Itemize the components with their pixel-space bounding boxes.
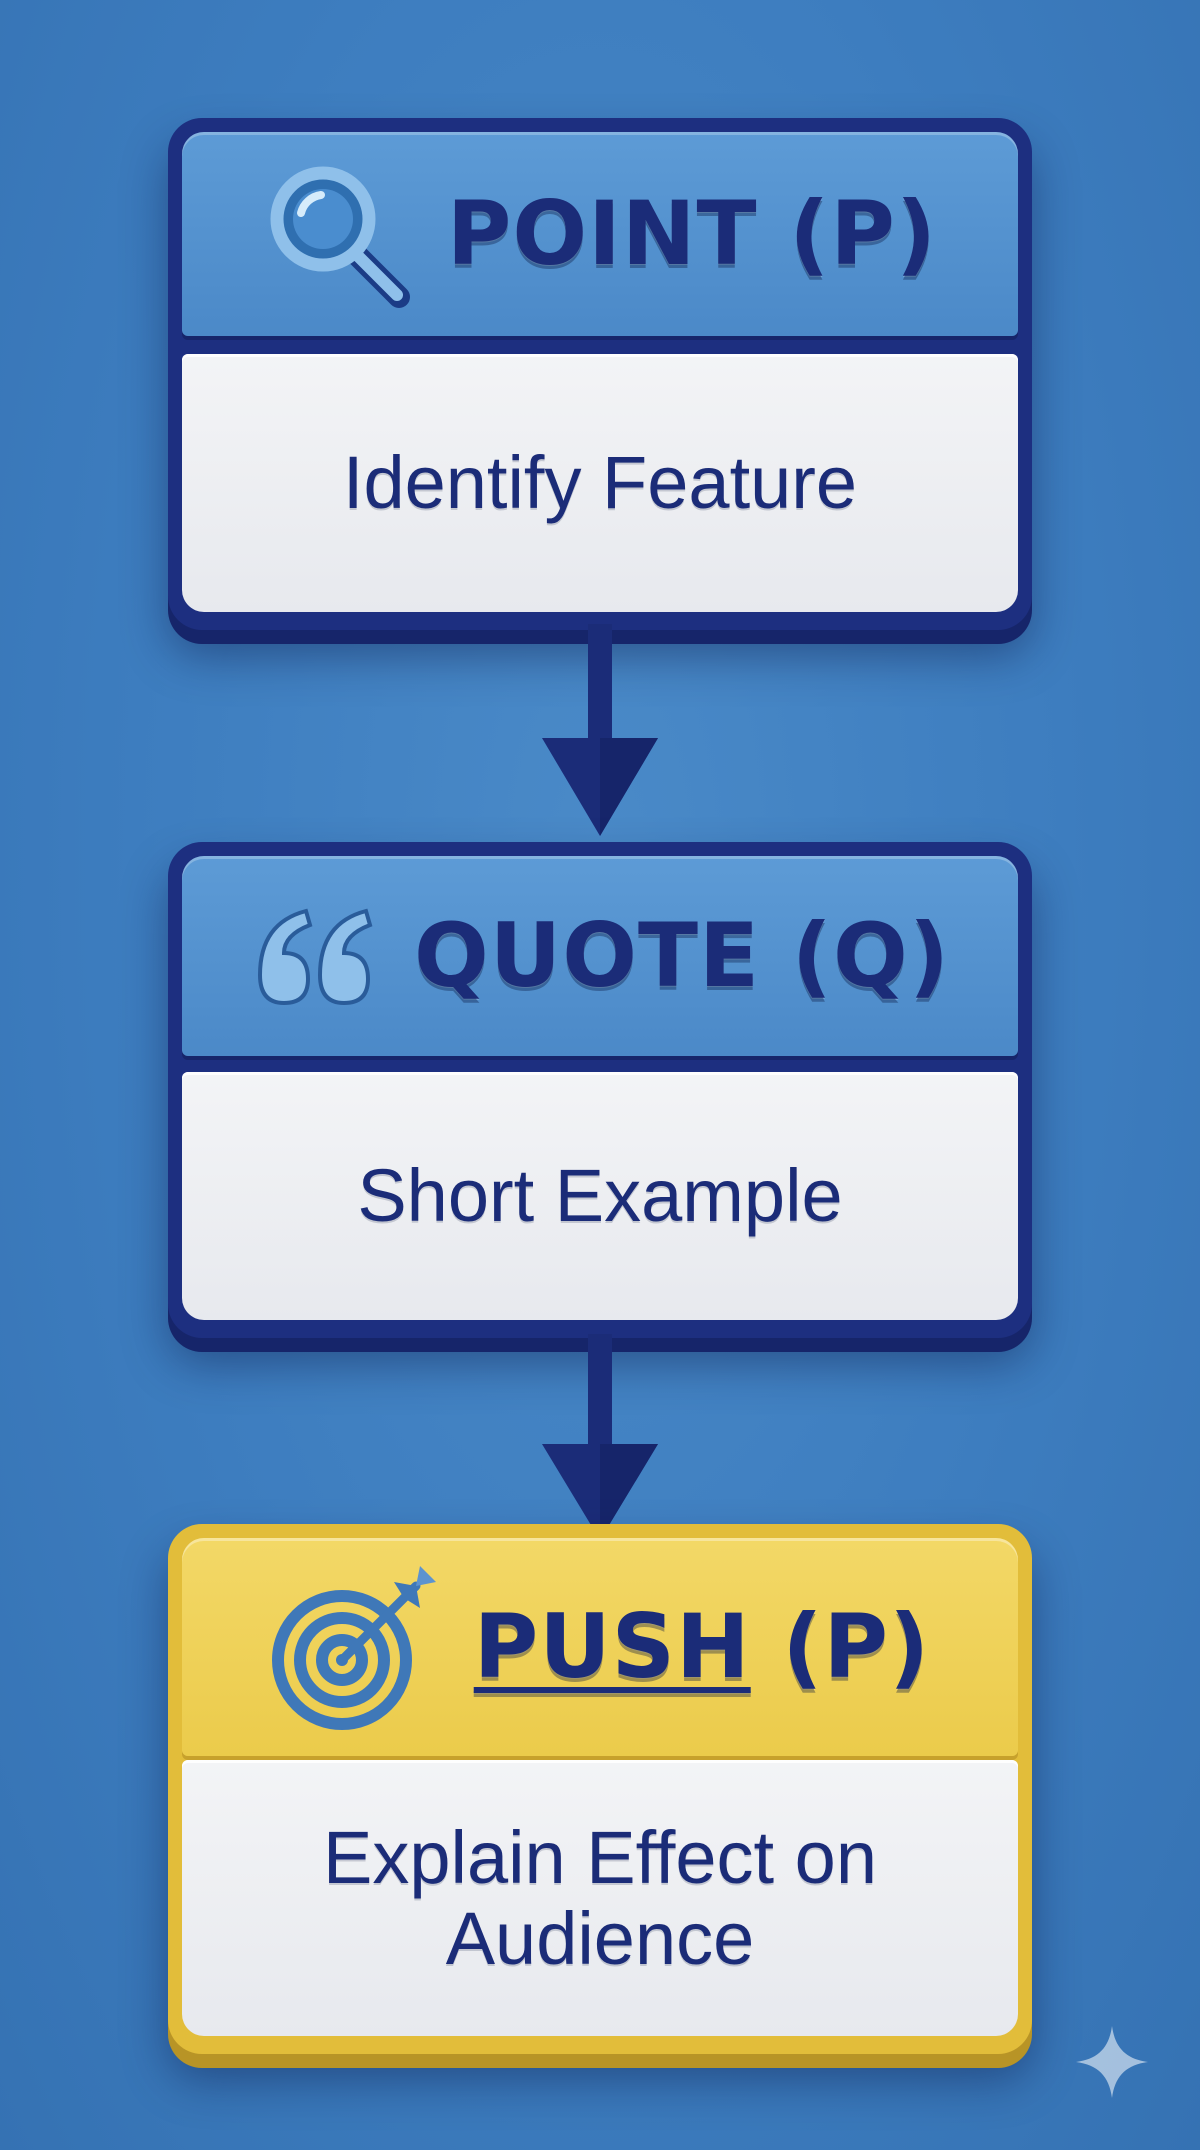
- point-step-header: POINT (P): [182, 132, 1018, 336]
- push-step-body: Explain Effect on Audience: [182, 1760, 1018, 2036]
- push-step-description-line1: Explain Effect on: [323, 1815, 877, 1899]
- point-step-description: Identify Feature: [342, 441, 858, 525]
- point-step-title: POINT (P): [446, 182, 938, 285]
- quote-step-body: Short Example: [182, 1072, 1018, 1320]
- push-step-title-suffix: (P): [750, 1595, 931, 1698]
- target-icon: [271, 1566, 436, 1730]
- push-step-title: PUSH (P): [474, 1603, 931, 1691]
- quote-step-description: Short Example: [357, 1154, 843, 1238]
- point-step-body: Identify Feature: [182, 354, 1018, 612]
- push-step-description: Explain Effect on Audience: [323, 1815, 877, 1980]
- quote-step-card: QUOTE (Q) Short Example: [168, 842, 1032, 1338]
- point-step-card: POINT (P) Identify Feature: [168, 118, 1032, 630]
- quote-step-header: QUOTE (Q): [182, 856, 1018, 1056]
- sparkle-icon: [1076, 2026, 1148, 2098]
- quotation-mark-icon: [257, 908, 373, 1006]
- quote-step-title: QUOTE (Q): [413, 904, 951, 1007]
- down-arrow-connector: [542, 1334, 658, 1540]
- push-step-header: PUSH (P): [182, 1538, 1018, 1756]
- push-step-card: PUSH (P) Explain Effect on Audience: [168, 1524, 1032, 2054]
- push-step-description-line2: Audience: [445, 1897, 755, 1980]
- push-step-title-keyword: PUSH: [473, 1595, 751, 1698]
- magnifying-glass-icon: [270, 166, 410, 308]
- down-arrow-connector: [542, 624, 658, 836]
